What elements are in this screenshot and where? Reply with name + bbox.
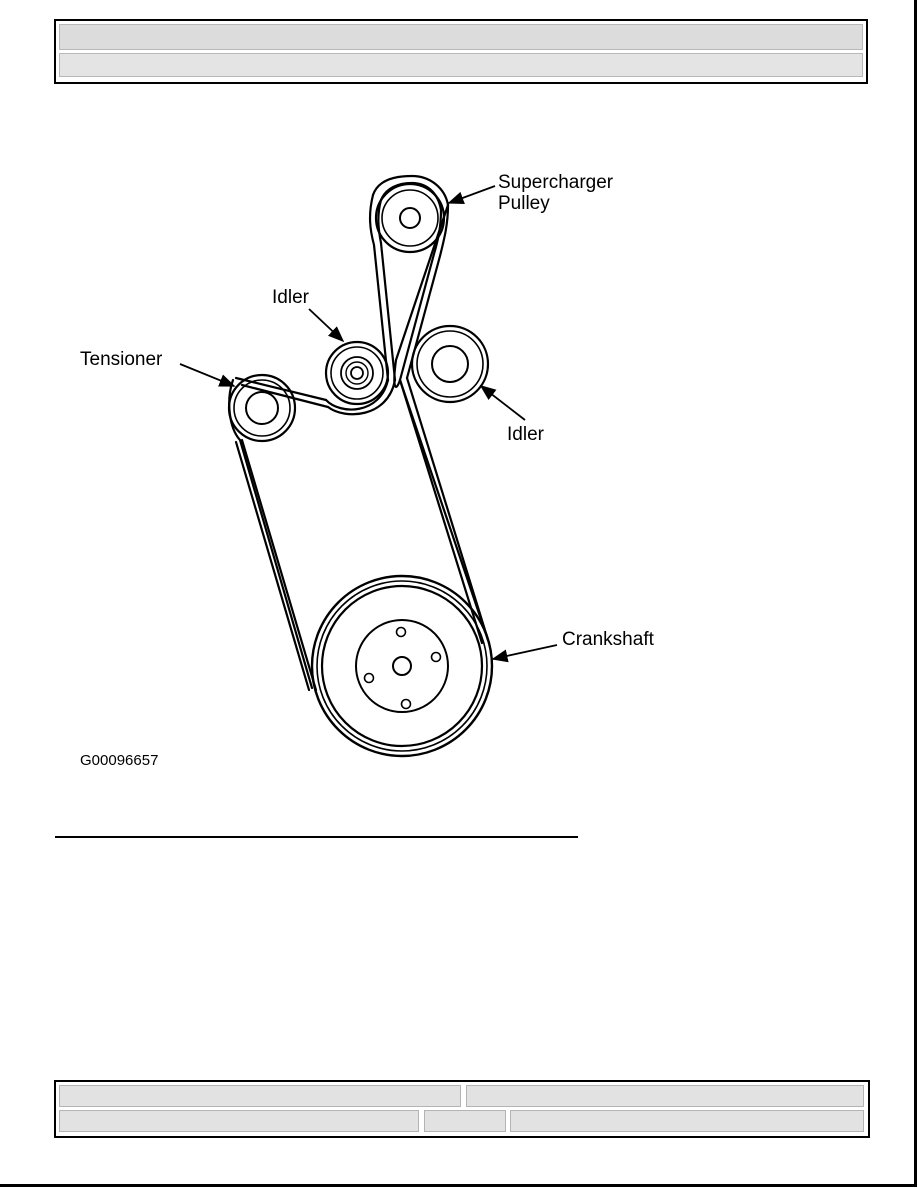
belt-top-arc-outer	[371, 174, 450, 207]
header-row-2	[59, 53, 863, 77]
footer-cell-1	[59, 1085, 461, 1107]
belt-right-run	[405, 376, 491, 645]
belt-top-arc-inner	[379, 181, 443, 212]
belt-left-run-inner	[234, 440, 311, 692]
figure-id: G00096657	[80, 752, 159, 769]
footer-table	[54, 1080, 870, 1138]
leader-tensioner	[179, 363, 236, 387]
belt-up-right-outer	[405, 203, 450, 380]
leader-supercharger	[447, 185, 496, 205]
footer-cell-4	[424, 1110, 506, 1132]
leader-idler-upper	[308, 308, 345, 343]
belt-idler-bottom-outer	[324, 378, 390, 411]
tensioner-pulley	[227, 373, 297, 443]
footer-cell-3	[59, 1110, 419, 1132]
label-tensioner: Tensioner	[80, 349, 163, 370]
belt-outer-right	[393, 203, 490, 642]
footer-cell-2	[466, 1085, 864, 1107]
header-table	[54, 19, 868, 84]
belt-up-left-outer	[368, 193, 390, 382]
leader-crankshaft	[491, 644, 558, 663]
belt-idler-bottom-inner	[326, 378, 397, 416]
crankshaft-pulley	[310, 574, 494, 758]
label-crankshaft: Crankshaft	[562, 629, 654, 650]
belt-tensioner-to-idler-inner	[240, 383, 330, 409]
label-supercharger-pulley: Supercharger Pulley	[498, 172, 614, 214]
right-idler-pulley	[410, 324, 490, 404]
header-row-1	[59, 24, 863, 50]
supercharger-pulley	[374, 182, 446, 254]
leader-idler-right	[479, 385, 526, 421]
section-divider	[55, 836, 578, 838]
upper-idler-pulley	[324, 340, 390, 406]
belt-up-left-inner	[377, 198, 397, 382]
belt-left-run	[240, 438, 318, 692]
label-idler-right: Idler	[507, 424, 544, 445]
belt-right-run-inner	[398, 378, 484, 645]
label-idler-upper: Idler	[272, 287, 309, 308]
footer-cell-5	[510, 1110, 864, 1132]
